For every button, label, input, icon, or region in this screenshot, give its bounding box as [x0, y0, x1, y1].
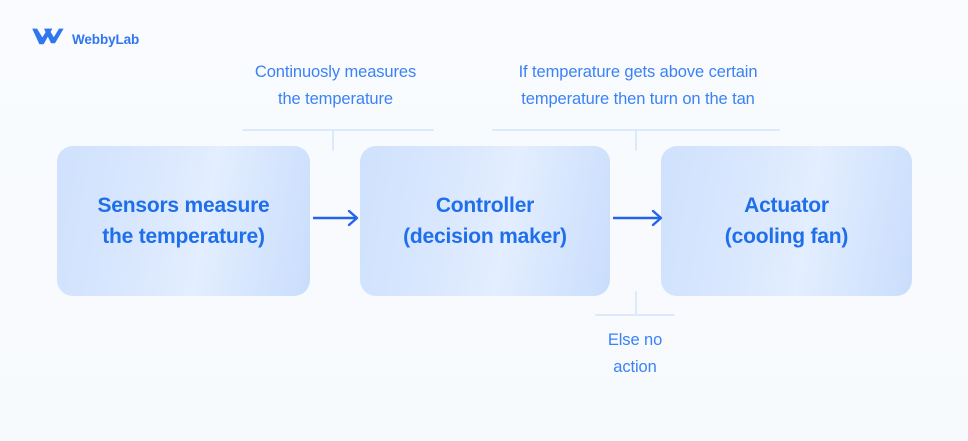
node-actuator[interactable]: Actuator (cooling fan): [661, 146, 912, 296]
connector-stem-top-right: [635, 129, 637, 151]
brand-name: WebbyLab: [72, 32, 140, 47]
connector-stem-top-left: [332, 129, 334, 151]
node-sensors-label: Sensors measure the temperature): [97, 194, 270, 248]
brand-logo: WebbyLab: [31, 27, 139, 52]
webbylab-double-chevron-logo-icon: [31, 27, 65, 52]
annotation-controller-to-actuator: If temperature gets above certain temper…: [518, 63, 758, 108]
connector-bracket-top-left: [242, 129, 434, 131]
node-actuator-label: Actuator (cooling fan): [724, 194, 849, 248]
node-sensors[interactable]: Sensors measure the temperature): [57, 146, 310, 296]
node-controller[interactable]: Controller (decision maker): [360, 146, 610, 296]
arrow-right-icon-sensors-to-controller: [313, 209, 361, 232]
arrow-right-icon-controller-to-actuator: [613, 209, 665, 232]
node-controller-label: Controller (decision maker): [403, 194, 567, 248]
annotation-else-no-action: Else no action: [607, 331, 663, 376]
connector-bracket-bottom: [595, 314, 675, 316]
annotation-sensors-to-controller: Continuosly measures the temperature: [254, 63, 417, 108]
connector-stem-bottom: [635, 291, 637, 315]
